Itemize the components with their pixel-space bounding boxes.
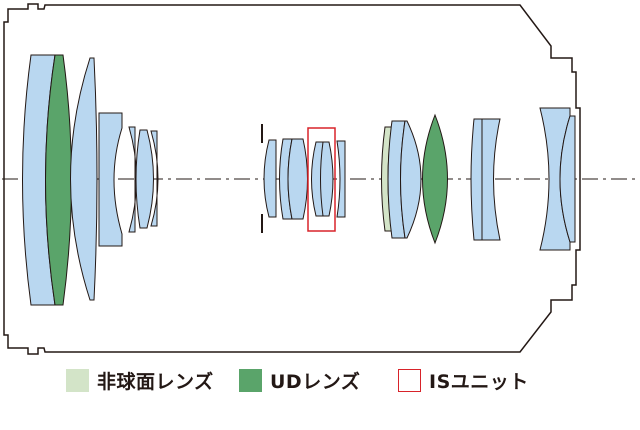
lens-element-6 (135, 129, 154, 229)
legend-ud: UDレンズ (239, 365, 360, 395)
lens-element-8 (263, 139, 277, 218)
legend-aspherical: 非球面レンズ (66, 365, 214, 395)
lens-element-16 (400, 120, 422, 239)
legend-label-aspherical: 非球面レンズ (97, 370, 214, 393)
lens-element-17-ud (422, 113, 448, 245)
legend-is-unit: ISユニット (398, 365, 529, 395)
legend-label-is-unit: ISユニット (429, 370, 529, 393)
lens-element-7 (150, 130, 159, 227)
lens-element-2-ud (45, 54, 72, 306)
lens-element-10 (287, 138, 308, 220)
lens-element-21 (559, 115, 576, 243)
is-unit-swatch (398, 368, 421, 392)
lens-element-11-is (311, 141, 324, 217)
lens-element-4 (98, 112, 123, 247)
is-unit-frame (307, 127, 336, 232)
aspherical-swatch (66, 368, 89, 392)
lens-element-12-is (320, 141, 334, 217)
lens-element-13 (336, 140, 346, 218)
lens-element-19 (481, 118, 501, 241)
lens-barrel-outline (3, 3, 581, 355)
lens-element-3 (70, 57, 98, 301)
lens-element-18 (470, 118, 483, 241)
legend-label-ud: UDレンズ (270, 370, 361, 393)
ud-swatch (239, 368, 262, 392)
